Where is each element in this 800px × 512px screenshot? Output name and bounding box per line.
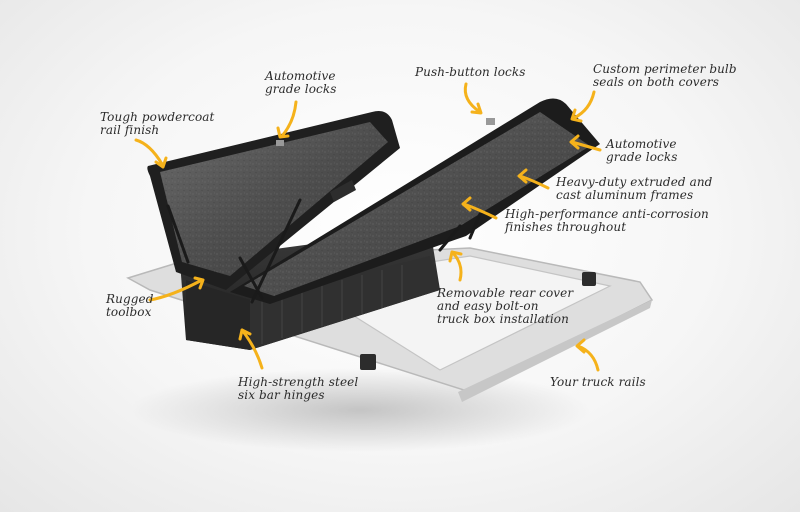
callout-custom-perimeter-bulb: Custom perimeter bulb seals on both cove… xyxy=(593,62,737,89)
rail-clamp-right xyxy=(582,272,596,286)
callout-anti-corrosion: High-performance anti-corrosion finishes… xyxy=(505,207,709,234)
arrow-tough-powdercoat xyxy=(134,138,168,169)
arrow-push-button-locks xyxy=(463,82,483,115)
rear-lid xyxy=(230,98,600,304)
arrow-six-bar-hinges xyxy=(238,328,264,370)
callout-tough-powdercoat: Tough powdercoat rail finish xyxy=(100,110,215,137)
callout-heavy-duty-frames: Heavy-duty extruded and cast aluminum fr… xyxy=(556,175,713,202)
arrow-removable-rear-cover xyxy=(448,250,463,282)
arrow-automotive-locks-left xyxy=(276,100,298,139)
callout-rugged-toolbox: Rugged toolbox xyxy=(106,292,154,319)
callout-truck-rails: Your truck rails xyxy=(550,375,646,389)
callout-push-button-locks: Push-button locks xyxy=(415,65,526,79)
rail-clamp-front xyxy=(360,354,376,370)
floor-shadow xyxy=(130,368,590,452)
arrow-automotive-locks-right xyxy=(569,134,602,152)
arrow-anti-corrosion xyxy=(461,196,498,220)
front-lid xyxy=(147,111,400,290)
callout-arrows xyxy=(134,82,602,372)
six-bar-hinges xyxy=(166,198,482,304)
callout-removable-rear-cover: Removable rear cover and easy bolt-on tr… xyxy=(437,286,574,326)
arrow-custom-perimeter-bulb xyxy=(570,90,596,123)
arrow-rugged-toolbox xyxy=(148,276,205,302)
callout-automotive-locks-left: Automotive grade locks xyxy=(265,69,337,96)
callout-automotive-locks-right: Automotive grade locks xyxy=(606,137,678,164)
callout-six-bar-hinges: High-strength steel six bar hinges xyxy=(238,375,359,402)
arrow-truck-rails xyxy=(575,338,600,372)
arrow-heavy-duty-frames xyxy=(517,168,550,190)
